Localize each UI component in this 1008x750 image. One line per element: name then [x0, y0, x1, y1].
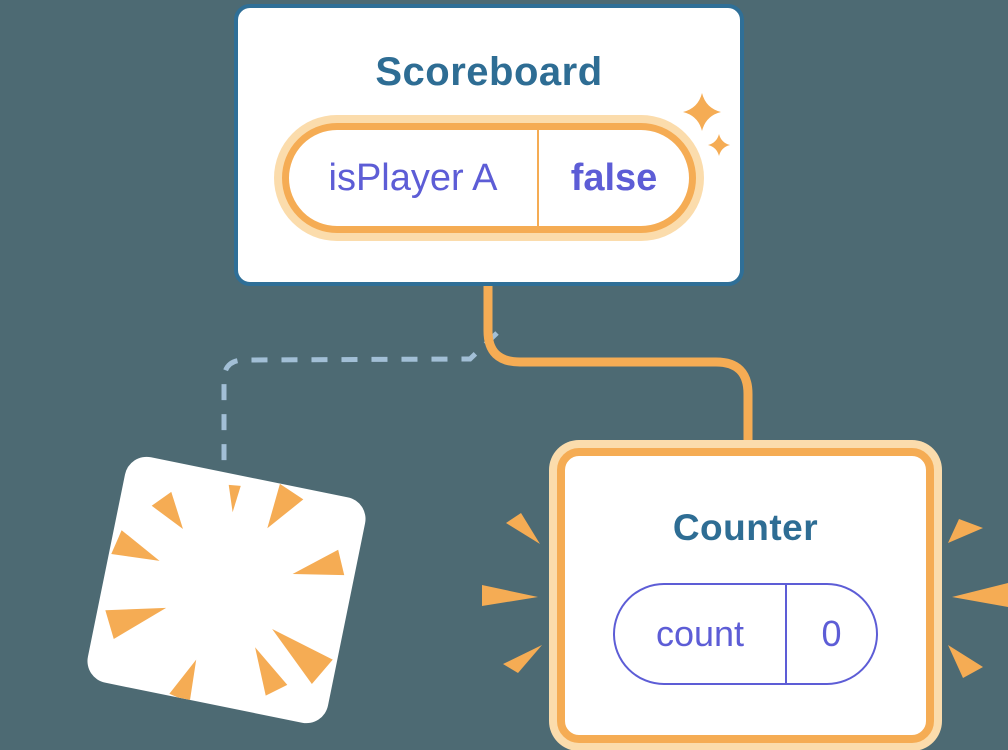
- counter-state-pill: count 0: [613, 583, 878, 685]
- emphasis-burst-left-icon: [482, 513, 542, 673]
- state-value: 0: [821, 613, 842, 654]
- state-name: count: [655, 613, 745, 654]
- emphasis-burst-right-icon: [948, 519, 1008, 678]
- sparkles-icon: [683, 93, 731, 157]
- state-value: false: [570, 156, 658, 199]
- pill-divider: [537, 130, 539, 226]
- connector-dashed-removed: [221, 331, 499, 470]
- counter-title: Counter: [672, 507, 819, 548]
- counter-card: Counter count 0: [557, 448, 934, 743]
- connector-solid-active: [483, 285, 753, 453]
- scoreboard-state-pill: isPlayer A false: [282, 123, 696, 233]
- pill-divider: [785, 585, 787, 683]
- destroyed-component-card: [83, 452, 370, 728]
- state-name: isPlayer A: [328, 156, 498, 199]
- scoreboard-title: Scoreboard: [375, 50, 603, 94]
- scoreboard-card: Scoreboard isPlayer A false: [234, 4, 744, 286]
- poof-burst-icon: [105, 483, 345, 703]
